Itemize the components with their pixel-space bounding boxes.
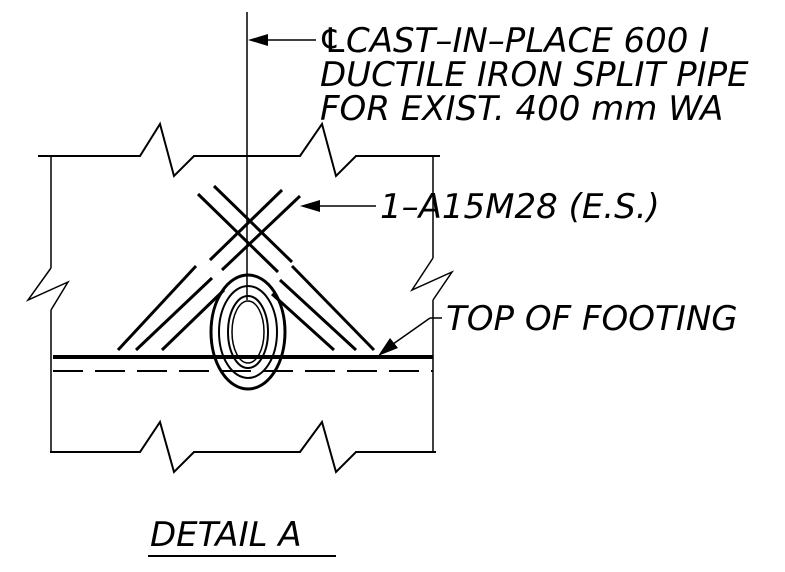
split-pipe	[209, 273, 287, 391]
right-side-break	[409, 257, 455, 301]
arrowhead-icon	[378, 338, 398, 356]
centerline-symbol: ℄	[318, 21, 348, 61]
right-diagonal-rebars	[270, 264, 376, 352]
top-break-line	[38, 121, 440, 178]
centerline-note-line3: FOR EXIST. 400 mm WA	[320, 89, 723, 129]
centerline-note-line1: CAST–IN–PLACE 600 I	[346, 21, 709, 61]
centerline-note-line2: DUCTILE IRON SPLIT PIPE	[320, 55, 749, 95]
centerline-leader	[248, 34, 316, 46]
left-side-break	[25, 267, 70, 311]
x-rebars	[196, 184, 302, 274]
arrowhead-icon	[300, 200, 320, 212]
rebar-leader	[300, 200, 376, 212]
rebar-label: 1–A15M28 (E.S.)	[380, 187, 660, 227]
bottom-break-line	[50, 419, 436, 474]
footing-leader	[378, 317, 442, 356]
detail-title: DETAIL A	[150, 515, 302, 555]
arrowhead-icon	[248, 34, 268, 46]
footing-label: TOP OF FOOTING	[446, 299, 738, 339]
left-diagonal-rebars	[116, 264, 226, 352]
